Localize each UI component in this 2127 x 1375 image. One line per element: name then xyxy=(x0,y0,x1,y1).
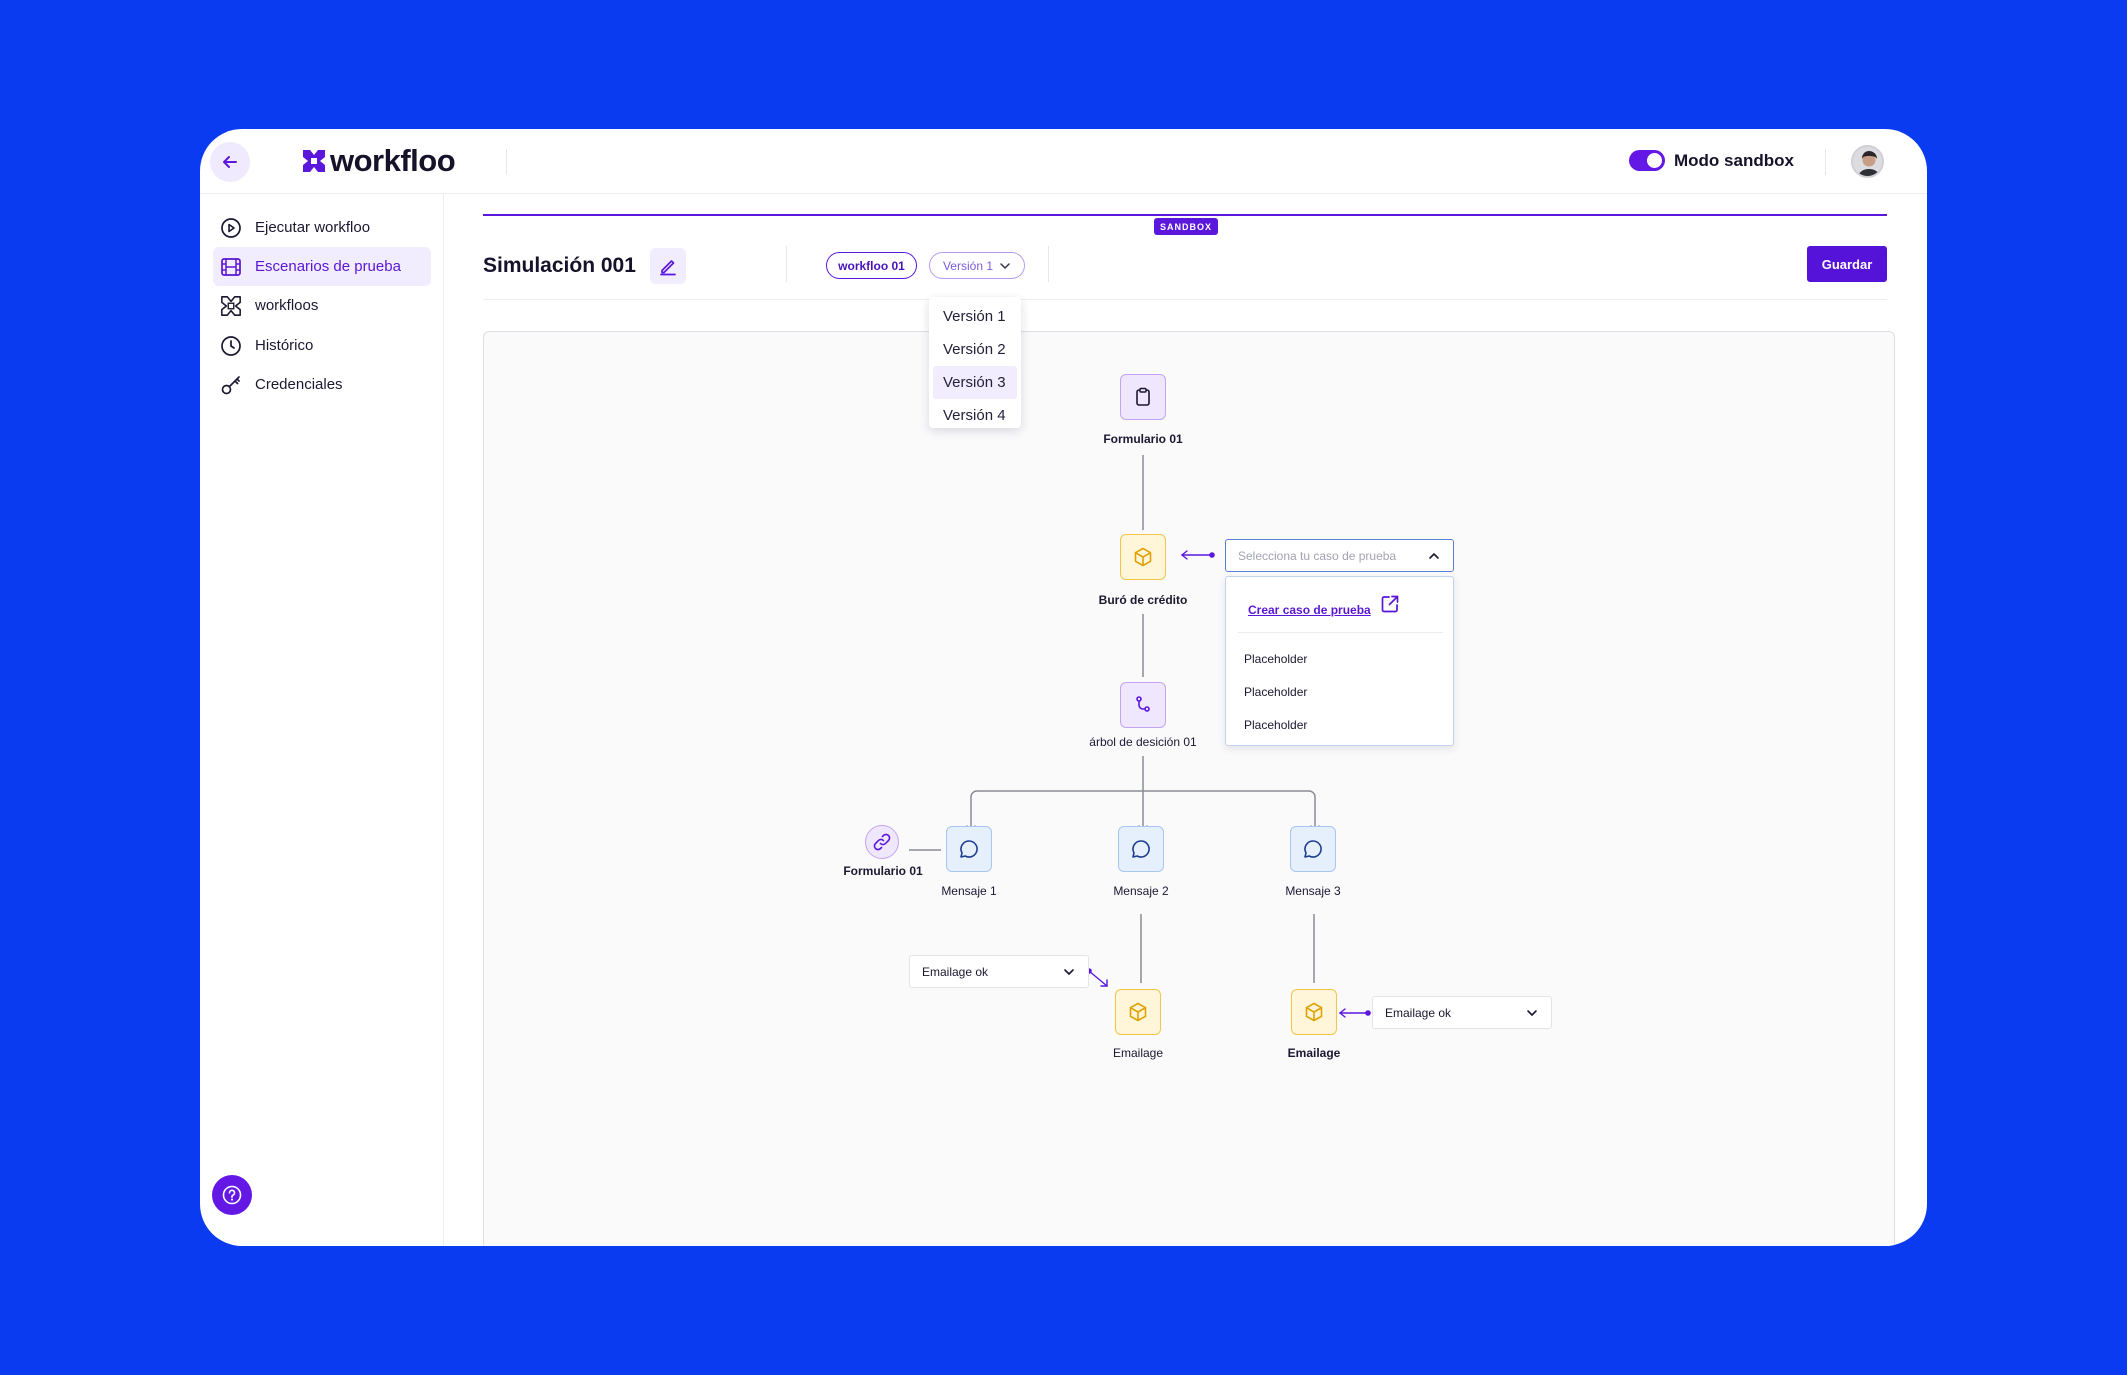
workfloo-logo-icon xyxy=(219,294,243,318)
flow-canvas[interactable]: Formulario 01 Buró de crédito Selecciona… xyxy=(483,331,1895,1246)
sidebar-item-label: Histórico xyxy=(255,337,314,354)
sidebar-item-label: Ejecutar workfloo xyxy=(255,219,371,236)
cube-icon xyxy=(1305,1002,1323,1022)
key-icon xyxy=(219,373,243,397)
buro-credito-node[interactable] xyxy=(1120,534,1166,580)
emailage-left-node[interactable] xyxy=(1115,989,1161,1035)
decision-tree-node[interactable] xyxy=(1120,682,1166,728)
test-case-option[interactable]: Placeholder xyxy=(1244,652,1308,666)
branch-icon xyxy=(1136,696,1150,712)
mensaje-2-node-label: Mensaje 2 xyxy=(1113,884,1169,898)
cube-icon xyxy=(1129,1002,1147,1022)
user-avatar[interactable] xyxy=(1851,145,1884,178)
menu-divider xyxy=(1238,632,1443,633)
chat-bubble-icon xyxy=(1132,840,1150,858)
toolbar-divider xyxy=(1048,246,1049,282)
linked-form-node[interactable] xyxy=(865,825,899,859)
top-header: workfloo Modo sandbox xyxy=(200,129,1927,194)
linked-form-node-label: Formulario 01 xyxy=(843,864,923,878)
save-button[interactable]: Guardar xyxy=(1807,246,1887,282)
film-icon xyxy=(219,255,243,279)
play-circle-icon xyxy=(219,216,243,240)
test-case-option[interactable]: Placeholder xyxy=(1244,718,1308,732)
sidebar-item-label: Credenciales xyxy=(255,376,343,393)
clipboard-icon xyxy=(1136,387,1150,406)
emailage-left-select-value: Emailage ok xyxy=(922,964,989,979)
sandbox-line xyxy=(483,214,1887,216)
test-case-select[interactable]: Selecciona tu caso de prueba xyxy=(1225,539,1454,572)
version-option[interactable]: Versión 2 xyxy=(943,341,1006,358)
sidebar-item-label: workfloos xyxy=(255,297,319,314)
mensaje-3-node[interactable] xyxy=(1290,826,1336,872)
header-divider xyxy=(506,149,507,175)
formulario-node[interactable] xyxy=(1120,374,1166,420)
sandbox-mode-label: Modo sandbox xyxy=(1674,151,1794,170)
version-option[interactable]: Versión 1 xyxy=(943,308,1006,325)
buro-credito-node-label: Buró de crédito xyxy=(1098,593,1188,607)
test-case-option[interactable]: Placeholder xyxy=(1244,685,1308,699)
test-case-select-placeholder: Selecciona tu caso de prueba xyxy=(1238,548,1397,563)
logo-text: workfloo xyxy=(330,143,456,178)
emailage-right-select-value: Emailage ok xyxy=(1385,1005,1452,1020)
sidebar-item-escenarios-de-prueba[interactable]: Escenarios de prueba xyxy=(213,247,431,286)
external-link-icon[interactable] xyxy=(1379,593,1401,615)
sidebar-item-workfloos[interactable]: workfloos xyxy=(213,286,431,325)
mensaje-1-node[interactable] xyxy=(946,826,992,872)
sidebar-item-historico[interactable]: Histórico xyxy=(213,326,431,365)
clock-icon xyxy=(219,334,243,358)
chat-bubble-icon xyxy=(960,840,978,858)
back-button[interactable] xyxy=(210,142,250,182)
sidebar-item-credenciales[interactable]: Credenciales xyxy=(213,365,431,404)
header-divider xyxy=(1825,149,1826,175)
emailage-right-node[interactable] xyxy=(1291,989,1337,1035)
mensaje-3-node-label: Mensaje 3 xyxy=(1285,884,1341,898)
page-title: Simulación 001 xyxy=(483,254,636,277)
cube-icon xyxy=(1134,547,1152,567)
version-option[interactable]: Versión 4 xyxy=(943,407,1006,424)
formulario-node-label: Formulario 01 xyxy=(1103,432,1183,446)
sidebar-item-label: Escenarios de prueba xyxy=(255,258,401,275)
create-test-case-link[interactable]: Crear caso de prueba xyxy=(1248,603,1371,617)
sidebar: Ejecutar workfloo Escenarios de prueba w… xyxy=(200,194,444,1246)
chat-bubble-icon xyxy=(1304,840,1322,858)
sandbox-mode-toggle[interactable] xyxy=(1629,150,1665,171)
help-button[interactable] xyxy=(212,1175,252,1215)
flow-connectors xyxy=(909,455,1371,1018)
arrow-left-icon xyxy=(223,156,237,168)
emailage-right-select[interactable]: Emailage ok xyxy=(1372,996,1552,1029)
version-dropdown-menu: Versión 1 Versión 2 Versión 3 Versión 4 xyxy=(929,297,1021,428)
mensaje-2-node[interactable] xyxy=(1118,826,1164,872)
chevron-down-icon xyxy=(1064,968,1074,975)
emailage-left-node-label: Emailage xyxy=(1112,1046,1164,1060)
workfloo-logo[interactable]: workfloo xyxy=(302,143,456,179)
emailage-left-select[interactable]: Emailage ok xyxy=(909,955,1089,988)
chevron-down-icon xyxy=(1000,262,1010,269)
decision-tree-node-label: árbol de desición 01 xyxy=(1089,735,1197,749)
emailage-right-node-label: Emailage xyxy=(1287,1046,1341,1060)
workfloo-logo-icon xyxy=(303,150,325,172)
edit-title-button[interactable] xyxy=(650,248,686,284)
help-icon xyxy=(222,1185,242,1205)
sandbox-badge: SANDBOX xyxy=(1154,218,1218,235)
pencil-icon xyxy=(660,260,676,276)
chevron-down-icon xyxy=(1527,1009,1537,1016)
version-select[interactable]: Versión 1 xyxy=(929,252,1025,279)
app-window: workfloo Modo sandbox Ejecutar workfloo … xyxy=(200,129,1927,1246)
workflow-chip[interactable]: workfloo 01 xyxy=(826,252,917,279)
mensaje-1-node-label: Mensaje 1 xyxy=(941,884,997,898)
version-option[interactable]: Versión 3 xyxy=(933,366,1017,399)
version-select-value: Versión 1 xyxy=(942,258,994,273)
toolbar-divider xyxy=(786,246,787,282)
link-icon xyxy=(873,833,891,851)
avatar-photo-icon xyxy=(1853,147,1882,176)
chevron-up-icon xyxy=(1429,552,1439,559)
editor-toolbar: Simulación 001 workfloo 01 Versión 1 Gua… xyxy=(483,246,1887,300)
test-case-dropdown-menu: Crear caso de prueba Placeholder Placeho… xyxy=(1225,576,1454,746)
sidebar-item-ejecutar-workfloo[interactable]: Ejecutar workfloo xyxy=(213,208,431,247)
